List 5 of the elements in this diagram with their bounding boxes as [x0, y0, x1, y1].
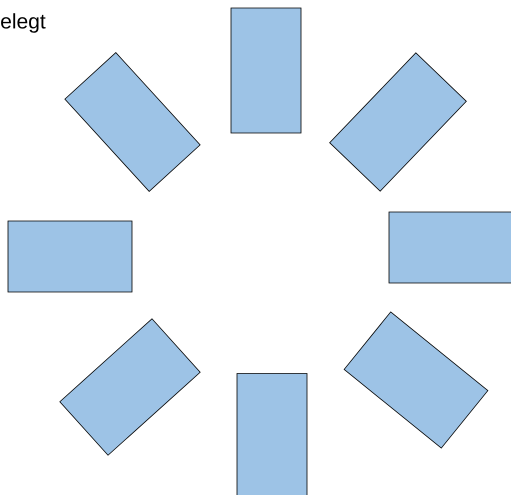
rectangle-shape	[230, 8, 302, 134]
rectangle-shape	[236, 373, 308, 495]
rectangle-shape	[388, 212, 511, 284]
heading-text: elegt	[1, 13, 46, 33]
rectangle-shape	[8, 220, 132, 292]
